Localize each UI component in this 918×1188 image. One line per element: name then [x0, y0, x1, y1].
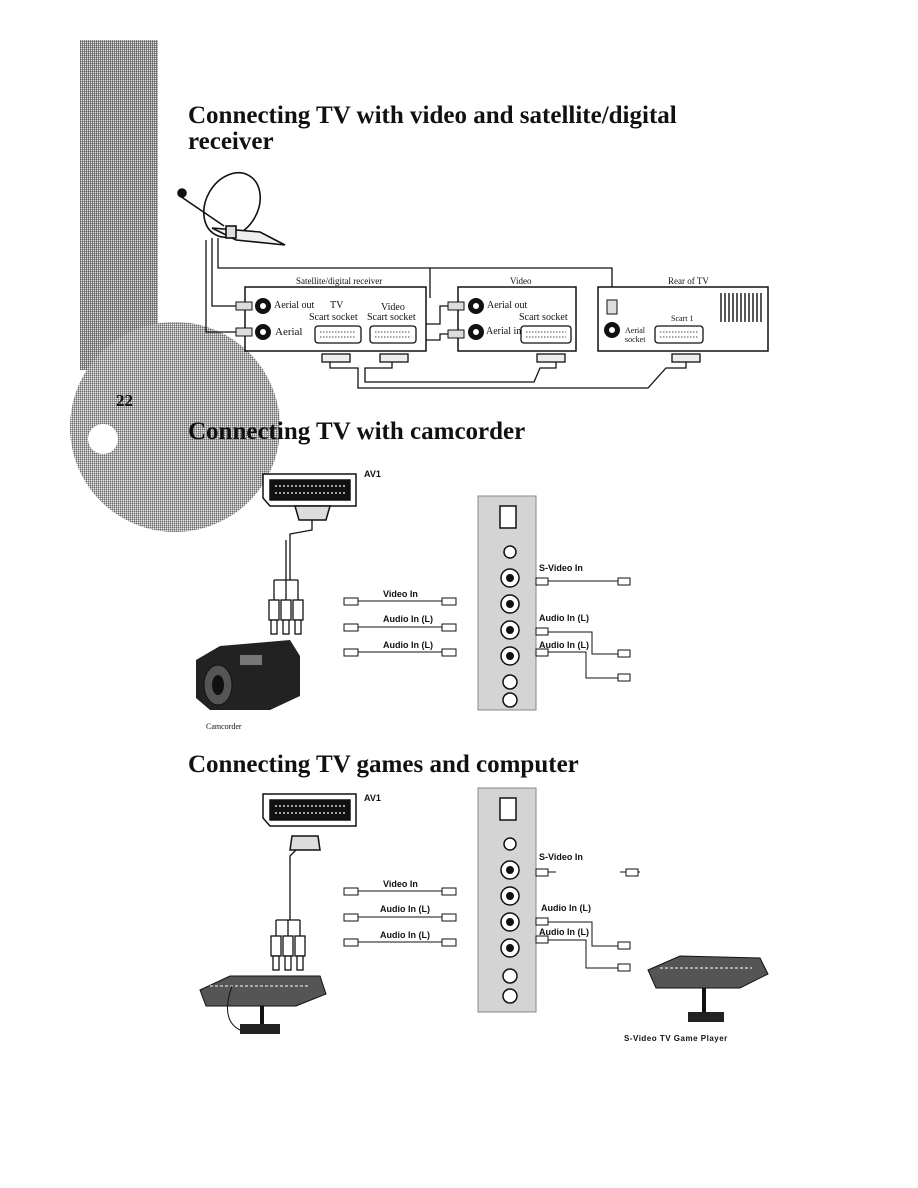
section-3-heading: Connecting TV games and computer [188, 751, 579, 778]
camcorder-icon [196, 640, 300, 710]
page-number: 22 [116, 391, 133, 410]
tv-aerial-socket-label-2: socket [625, 335, 646, 344]
satellite-connection-diagram [177, 172, 769, 389]
receiver-tv-label: TV [330, 300, 344, 311]
decorative-dot [88, 424, 118, 454]
video-recorder-box [457, 286, 577, 352]
receiver-video-scart-label: Scart socket [367, 312, 416, 323]
s-video-game-player-icon [647, 955, 769, 1022]
tv-vent-grille [720, 293, 762, 322]
panel-label-audio-in-3: Audio In (L) [541, 903, 591, 913]
receiver-tv-scart-label: Scart socket [309, 312, 358, 323]
video-aerial-in-label: Aerial in [486, 326, 522, 337]
receiver-video-label: Video [381, 302, 405, 313]
cable-label-audio-in-4: Audio In (L) [380, 930, 430, 940]
tv-aerial-socket-label-1: Aerial [625, 326, 645, 335]
section-2-heading: Connecting TV with camcorder [188, 418, 526, 445]
panel-label-audio-in-1: Audio In (L) [539, 613, 589, 623]
section-1-heading-line-2: receiver [188, 128, 274, 156]
rca-plugs-icon [268, 599, 304, 635]
video-aerial-out-label: Aerial out [487, 300, 528, 311]
cable-label-video-in: Video In [383, 589, 418, 599]
games-connection-diagram [199, 787, 769, 1034]
receiver-aerial-label: Aerial [275, 326, 303, 338]
tv-title: Rear of TV [668, 276, 709, 286]
video-title: Video [510, 276, 532, 286]
panel-label-s-video-in-2: S-Video In [539, 852, 583, 862]
camcorder-label: Camcorder [206, 722, 242, 731]
cable-label-video-in-2: Video In [383, 879, 418, 889]
panel-label-s-video-in: S-Video In [539, 563, 583, 573]
receiver-aerial-out-label: Aerial out [274, 300, 315, 311]
video-scart-socket [520, 325, 572, 344]
game-console-icon [199, 975, 327, 1034]
satellite-dish-icon [177, 172, 286, 246]
av1-label: AV1 [364, 469, 381, 479]
rca-plugs-icon-2 [270, 935, 306, 971]
receiver-video-scart-socket [369, 325, 417, 344]
av1-label-2: AV1 [364, 793, 381, 803]
cable-label-audio-in-1: Audio In (L) [383, 614, 433, 624]
receiver-title: Satellite/digital receiver [296, 276, 383, 286]
cable-label-audio-in-2: Audio In (L) [383, 640, 433, 650]
scart-plug-icon [262, 473, 357, 521]
section-1-heading-line-1: Connecting TV with video and satellite/d… [188, 102, 677, 129]
game-player-label: S-Video TV Game Player [624, 1034, 728, 1043]
tv-scart-1-socket [654, 325, 704, 344]
camcorder-connection-diagram [196, 473, 631, 711]
video-scart-label: Scart socket [519, 312, 568, 323]
section-1-heading: Connecting TV with video and satellite/d… [188, 102, 748, 156]
decorative-side-strip [80, 40, 158, 370]
receiver-tv-scart-socket [314, 325, 362, 344]
panel-label-audio-in-2: Audio In (L) [539, 640, 589, 650]
cable-label-audio-in-3: Audio In (L) [380, 904, 430, 914]
tv-scart-label: Scart 1 [671, 314, 694, 323]
panel-label-audio-in-4: Audio In (L) [539, 927, 589, 937]
scart-plug-icon-2 [262, 793, 357, 851]
